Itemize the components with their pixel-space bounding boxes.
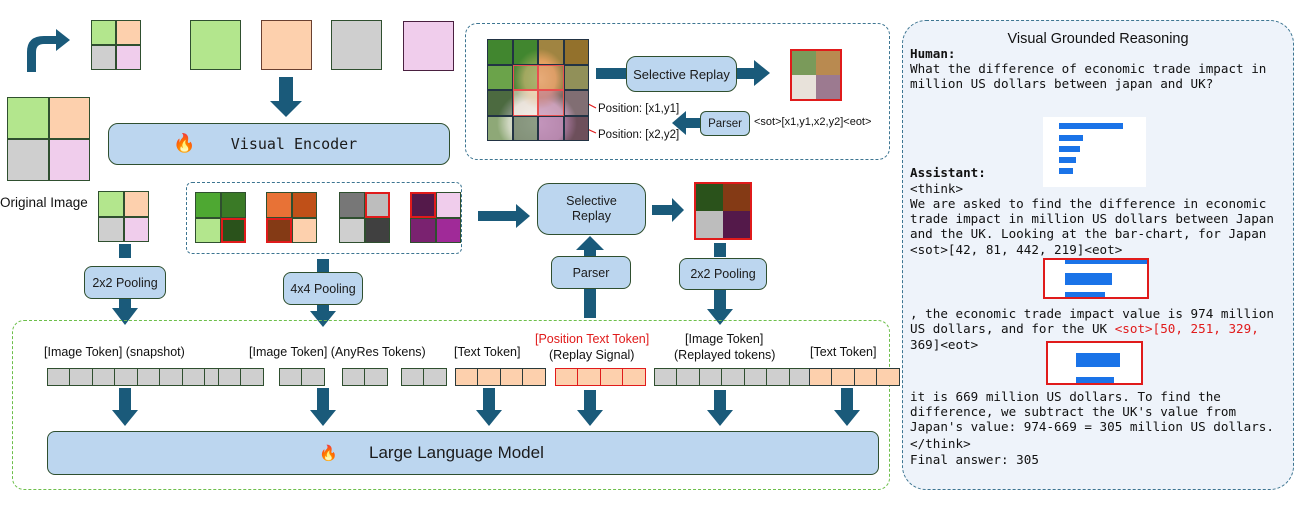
down-arrows-to-llm [112,388,860,426]
position-2-label: Position: [x2,y2] [598,129,680,141]
original-image-large [7,97,90,181]
reasoning-panel [902,20,1294,490]
think-open: <think> [910,181,964,196]
selective-replay-top-label: Selective Replay [633,66,730,82]
right-arrow-to-replay [478,204,530,228]
position-token-strip [554,368,646,386]
right-arrow-to-crop [652,198,684,222]
text-token-label-1: [Text Token] [454,345,521,359]
anyres-token-group-4 [400,368,447,386]
sot-grounding-2b: 369]<eot> [910,337,979,352]
llm-label: Large Language Model [369,443,544,462]
patch-gray [331,20,382,70]
fire-icon: 🔥 [319,445,338,462]
parser-mid-label: Parser [572,265,610,280]
anyres-token-group-1 [217,368,264,386]
pooling-4x4-label: 4x4 Pooling [290,281,356,296]
reasoning-panel-title: Visual Grounded Reasoning [1007,31,1189,47]
anyres-token-group-2 [278,368,325,386]
selective-replay-panel [465,23,890,160]
anyres-green [195,192,246,243]
reasoning-text-1: We are asked to find the difference in e… [910,196,1274,242]
uk-crop-thumbnail [1046,341,1143,385]
left-arrow-top-parser [672,111,701,135]
parser-top-box: Parser [700,111,750,136]
selective-replay-mid-label: Selective Replay [566,194,617,223]
sot-coordinate-string: <sot>[x1,y1,x2,y2]<eot> [754,116,872,128]
dog-image-grid [487,39,589,141]
pooling-2x2-right-box: 2x2 Pooling [679,258,767,290]
replay-signal-label: (Replay Signal) [549,348,635,362]
snapshot-token-label: [Image Token] (snapshot) [44,345,185,359]
curved-arrow-icon [27,29,70,72]
human-label: Human: [910,46,956,61]
text-token-strip-1 [454,368,546,386]
anyres-patches-container [186,182,462,254]
patch-green [190,20,241,70]
anyres-purple [410,192,461,243]
japan-crop-thumbnail [1043,258,1149,299]
sot-grounding-1: <sot>[42, 81, 442, 219]<eot> [910,242,1123,257]
visual-encoder-label: Visual Encoder [230,135,358,153]
selective-replay-top-box: Selective Replay [626,56,737,92]
anyres-token-group-3 [341,368,388,386]
parser-mid-box: Parser [551,256,631,289]
position-text-token-label: [Position Text Token] [535,332,650,346]
assistant-label: Assistant: [910,165,986,180]
llm-box: 🔥 Large Language Model [47,431,879,475]
human-question: What the difference of economic trade im… [910,61,1267,92]
original-image-label: Original Image [0,195,88,210]
final-answer: Final answer: 305 [910,452,1039,467]
visual-encoder-box: 🔥 Visual Encoder [108,123,450,165]
reasoning-text-3: it is 669 million US dollars. To find th… [910,389,1274,435]
pooling-4x4-box: 4x4 Pooling [283,272,363,305]
anyres-gray [339,192,390,243]
snapshot-token-strip [46,368,228,386]
text-token-strip-2 [808,368,900,386]
right-arrow-top-replay [596,60,770,86]
question-chart-thumbnail [1043,117,1146,187]
replayed-crop-mid [694,182,752,240]
reasoning-text-2: , the economic trade impact value is 974… [910,306,1274,337]
patch-peach [261,20,312,70]
anyres-orange [266,192,317,243]
down-arrow-pool-right [707,243,733,325]
replayed-token-label-1: [Image Token] [685,332,764,346]
down-arrow-encoder [270,77,302,117]
down-arrow-pool-4x4 [310,259,336,327]
selective-replay-mid-box: Selective Replay [537,183,646,235]
think-close: </think> [910,436,971,451]
pooling-2x2-left-label: 2x2 Pooling [92,275,158,290]
text-token-label-2: [Text Token] [810,345,877,359]
anyres-token-label: [Image Token] (AnyRes Tokens) [249,345,426,359]
original-image-small [98,191,149,242]
llm-input-container [12,320,890,490]
down-arrow-pool-left [112,244,138,325]
pooling-2x2-right-label: 2x2 Pooling [690,267,756,281]
fire-icon: 🔥 [173,133,196,153]
replayed-crop-top [790,49,842,101]
position-1-label: Position: [x1,y1] [598,103,680,115]
pooling-2x2-left-box: 2x2 Pooling [84,266,166,299]
patch-pink [403,21,454,71]
replayed-token-label-2: (Replayed tokens) [674,348,776,362]
sot-grounding-2a: <sot>[50, 251, 329, [1114,321,1259,337]
parser-top-label: Parser [708,117,742,130]
original-image-thumbnail-top [91,20,141,70]
